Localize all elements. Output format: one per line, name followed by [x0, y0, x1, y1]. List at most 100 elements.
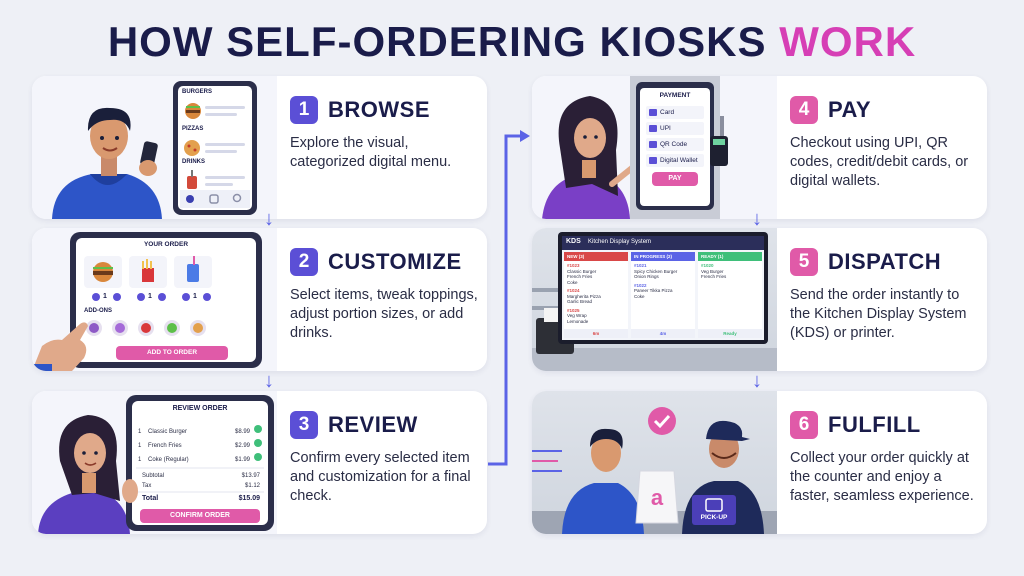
qty-value: 1: [193, 293, 197, 300]
kds-order-line: Lemonade: [567, 318, 589, 324]
kds-order-line: Paneer Tikka Pizza: [634, 288, 673, 293]
item-name: Coke (Regular): [148, 457, 189, 463]
kds-column-header: IN PROGRESS (2): [631, 252, 695, 261]
review-item: 1 Classic Burger $8.99: [138, 425, 250, 439]
tax-label: Tax: [142, 483, 152, 489]
kds-order-id: #1024: [567, 288, 580, 293]
step-heading: 1 BROWSE: [290, 96, 430, 124]
kds-order-line: Onion Rings: [634, 274, 659, 279]
step-title: CUSTOMIZE: [328, 249, 462, 274]
step-number: 4: [790, 96, 818, 124]
connector-arrow-icon: [488, 130, 530, 466]
payment-option-wallet[interactable]: Digital Wallet: [660, 157, 698, 164]
kds-column-footer: Ready: [698, 329, 762, 338]
item-price: $1.99: [234, 457, 250, 463]
step-card-pay: PAYMENT Card UPI QR Code Digital Wallet …: [532, 76, 987, 219]
payment-option-card[interactable]: Card: [660, 109, 675, 116]
kds-column-header: NEW (3): [564, 252, 628, 261]
total-label: Total: [142, 495, 159, 502]
kds-order-line: Coke: [567, 279, 578, 285]
kds-order-id: #1025: [567, 307, 580, 313]
item-price: $2.99: [234, 443, 250, 449]
add-to-order-button[interactable]: ADD TO ORDER: [146, 349, 198, 356]
payment-header: PAYMENT: [659, 92, 691, 99]
subtotal-label: Subtotal: [142, 473, 165, 479]
step-description: Checkout using UPI, QR codes, credit/deb…: [790, 135, 969, 189]
kds-column-header: READY (1): [698, 252, 762, 261]
kds-order-line: Margherita Pizza: [567, 293, 601, 299]
kds-column-footer: 4m: [631, 329, 695, 338]
page-title: HOW SELF-ORDERING KIOSKS WORK: [0, 18, 1024, 66]
pay-button[interactable]: PAY: [668, 175, 682, 182]
step-description: Send the order instantly to the Kitchen …: [790, 287, 967, 341]
payment-option-upi[interactable]: UPI: [660, 125, 671, 132]
step-heading: 2 CUSTOMIZE: [290, 248, 462, 276]
step-number: 5: [790, 248, 818, 276]
step-number: 2: [290, 248, 318, 276]
browse-illustration: BURGERS PIZZAS DRINKS: [32, 76, 277, 219]
kds-order-id: #1020: [701, 263, 714, 268]
menu-cat-pizzas[interactable]: PIZZAS: [182, 126, 204, 132]
kds-order-line: Coke: [634, 293, 645, 299]
payment-option-qr[interactable]: QR Code: [660, 141, 688, 148]
step-number: 1: [290, 96, 318, 124]
item-name: French Fries: [148, 443, 182, 449]
review-total: Total $15.09: [142, 495, 260, 502]
kds-column-footer: 6m: [564, 329, 628, 338]
kds-order-id: #1021: [634, 263, 647, 268]
step-title: BROWSE: [328, 97, 430, 122]
kds-order-line: French Fries: [567, 274, 593, 279]
total-value: $15.09: [238, 495, 260, 502]
svg-text:a: a: [651, 485, 664, 510]
step-description: Confirm every selected item and customiz…: [290, 450, 471, 504]
kds-brand: KDS: [566, 238, 581, 245]
kds-title: Kitchen Display System: [588, 239, 652, 245]
kds-order-line: Classic Burger: [567, 268, 597, 274]
kds-order-id: #1023: [567, 263, 580, 268]
down-arrow-icon: ↓: [752, 208, 762, 230]
step-description: Collect your order quickly at the counte…: [790, 450, 974, 504]
item-qty: 1: [138, 443, 142, 449]
item-price: $8.99: [234, 429, 250, 435]
down-arrow-icon: ↓: [264, 370, 274, 392]
step-number: 6: [790, 411, 818, 439]
confirm-order-button[interactable]: CONFIRM ORDER: [170, 512, 230, 519]
pay-illustration: PAYMENT Card UPI QR Code Digital Wallet …: [532, 76, 777, 219]
menu-cat-drinks[interactable]: DRINKS: [182, 159, 206, 165]
item-qty: 1: [138, 429, 142, 435]
item-name: Classic Burger: [148, 429, 188, 435]
kds-order-line: French Fries: [701, 274, 727, 279]
kds-order-id: #1022: [634, 282, 647, 288]
fulfill-illustration: a PICK-UP: [532, 391, 777, 534]
down-arrow-icon: ↓: [264, 208, 274, 230]
review-header: REVIEW ORDER: [172, 405, 228, 412]
pickup-sign: PICK-UP: [700, 514, 728, 521]
step-description: Explore the visual, categorized digital …: [290, 135, 452, 170]
subtotal-value: $13.97: [241, 473, 260, 479]
qty-value: 1: [103, 293, 107, 300]
review-item: 1 French Fries $2.99: [138, 439, 250, 453]
addons-label: ADD-ONS: [84, 308, 112, 314]
menu-cat-burgers[interactable]: BURGERS: [182, 89, 213, 95]
kds-order-line: Veg Burger: [701, 268, 724, 274]
customize-illustration: YOUR ORDER 1 1 1 ADD-ONS ADD TO ORDER: [32, 228, 277, 371]
tax-value: $1.12: [244, 483, 260, 489]
